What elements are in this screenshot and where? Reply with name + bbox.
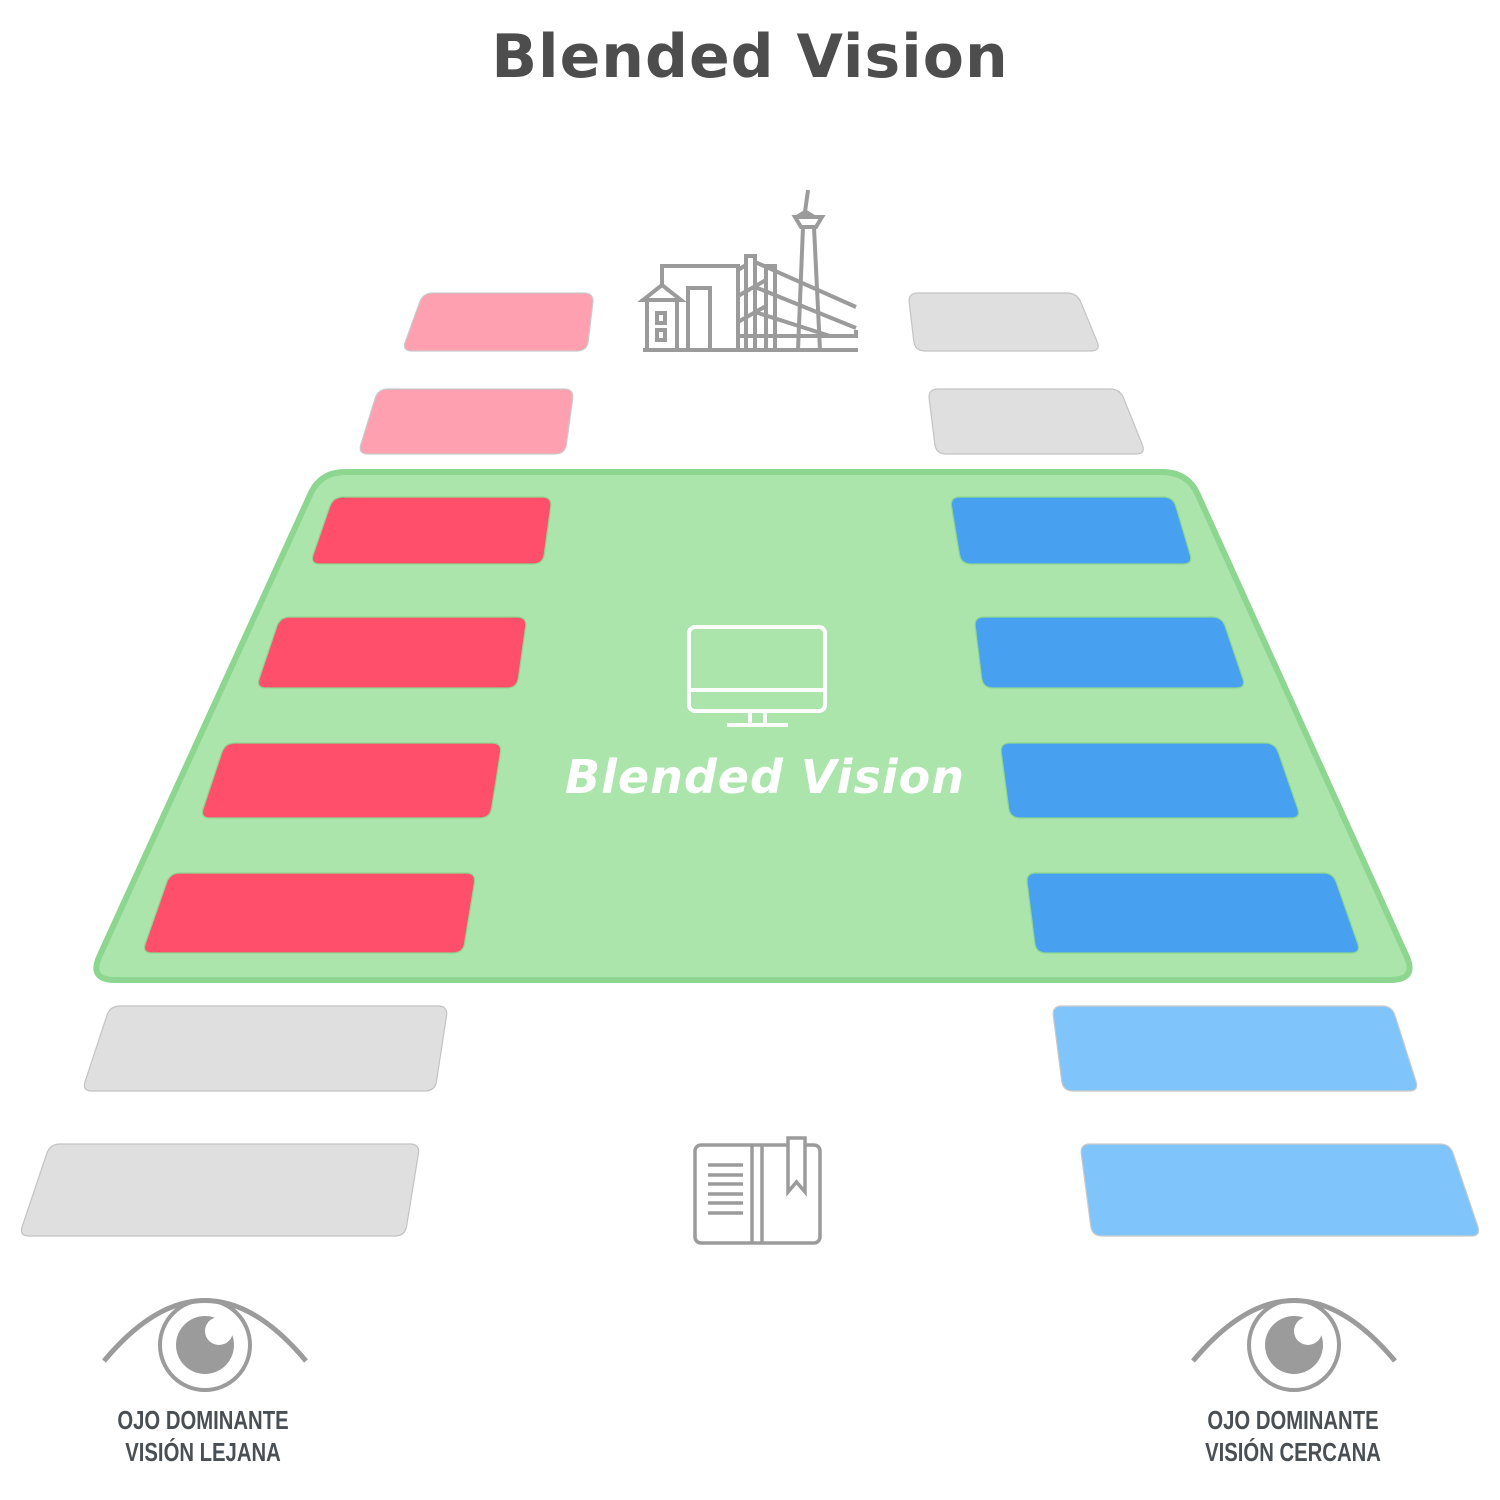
right-far-bar-2 — [928, 388, 1144, 455]
right-intermediate-bar-5 — [1000, 742, 1300, 819]
left-near-bar-7 — [83, 1005, 448, 1092]
left-eye-icon — [102, 1298, 308, 1392]
right-eye-icon — [1191, 1298, 1397, 1392]
right-far-bar-1 — [908, 292, 1099, 352]
right-bars-group — [908, 292, 1480, 1237]
left-intermediate-bar-6 — [143, 872, 476, 954]
left-eye-caption-line1: OJO DOMINANTE — [117, 1405, 289, 1435]
right-intermediate-bar-3 — [950, 496, 1192, 565]
right-near-bar-7 — [1052, 1005, 1418, 1092]
left-eye-caption-line2: VISIÓN LEJANA — [125, 1437, 281, 1467]
right-eye-caption: OJO DOMINANTE VISIÓN CERCANA — [1192, 1404, 1395, 1468]
city-skyline-icon — [637, 189, 858, 352]
right-eye-caption-line1: OJO DOMINANTE — [1207, 1405, 1379, 1435]
right-intermediate-bar-6 — [1026, 872, 1360, 954]
center-blended-vision-label: Blended Vision — [565, 750, 965, 804]
desktop-monitor-icon — [687, 625, 827, 727]
left-intermediate-bar-4 — [257, 616, 527, 689]
left-intermediate-bar-3 — [311, 496, 552, 565]
open-book-icon — [693, 1136, 822, 1245]
right-intermediate-bar-4 — [974, 616, 1245, 689]
right-near-bar-8 — [1080, 1143, 1480, 1237]
left-near-bar-8 — [20, 1143, 420, 1237]
left-eye-caption: OJO DOMINANTE VISIÓN LEJANA — [102, 1404, 305, 1468]
left-far-bar-1 — [403, 292, 594, 352]
left-intermediate-bar-5 — [201, 742, 502, 819]
left-bars-group — [20, 292, 594, 1237]
page-title: Blended Vision — [491, 22, 1009, 92]
left-far-bar-2 — [359, 388, 574, 455]
right-eye-caption-line2: VISIÓN CERCANA — [1205, 1437, 1381, 1467]
